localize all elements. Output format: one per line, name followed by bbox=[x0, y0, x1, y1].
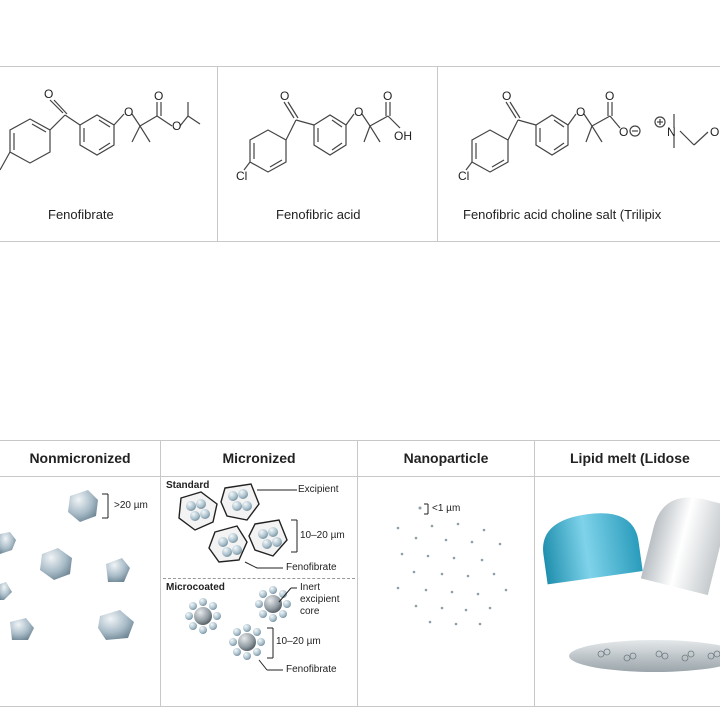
lipid-melt-capsules bbox=[543, 497, 720, 672]
divider bbox=[0, 476, 720, 477]
divider bbox=[217, 66, 218, 242]
divider bbox=[0, 706, 720, 707]
divider bbox=[534, 440, 535, 706]
chemical-structures-panel bbox=[0, 66, 720, 242]
nonmicronized-size-label: >20 µm bbox=[114, 500, 148, 511]
microcoated-drug-label: Fenofibrate bbox=[286, 664, 337, 675]
atom-label: O bbox=[154, 89, 163, 103]
microcoated-size-label: 10–20 µm bbox=[276, 636, 321, 647]
divider bbox=[0, 440, 720, 441]
atom-label: O bbox=[710, 125, 719, 139]
fenofibrate-label: Fenofibrate bbox=[48, 207, 114, 222]
lipid-melt-header: Lipid melt (Lidose bbox=[570, 450, 690, 466]
atom-label: OH bbox=[394, 129, 412, 143]
fenofibric-acid-structure: O O O OH Cl bbox=[236, 89, 412, 183]
dashed-divider bbox=[163, 578, 355, 580]
nanoparticle-size-label: <1 µm bbox=[432, 503, 461, 514]
atom-label: O bbox=[383, 89, 392, 103]
fenofibrate-structure: O O O O bbox=[0, 87, 201, 171]
atom-label: Cl bbox=[458, 169, 469, 183]
nanoparticle-dots bbox=[396, 503, 508, 626]
divider bbox=[437, 66, 438, 242]
core-label-2: excipient bbox=[300, 594, 340, 605]
excipient-label: Excipient bbox=[298, 484, 339, 495]
micronized-header: Micronized bbox=[222, 450, 296, 466]
micronized-particles bbox=[178, 483, 298, 671]
nonmicronized-header: Nonmicronized bbox=[29, 450, 131, 466]
core-label-3: core bbox=[300, 606, 320, 617]
microcoated-title: Microcoated bbox=[166, 582, 225, 593]
atom-label: O bbox=[619, 125, 628, 139]
atom-label: O bbox=[502, 89, 511, 103]
atom-label: O bbox=[172, 119, 181, 133]
atom-label: O bbox=[605, 89, 614, 103]
atom-label: N bbox=[667, 125, 676, 139]
core-label-1: Inert bbox=[300, 582, 321, 593]
fenofibric-acid-label: Fenofibric acid bbox=[276, 207, 361, 222]
divider bbox=[160, 440, 161, 706]
choline-salt-structure: O O O O N O Cl bbox=[458, 89, 719, 183]
atom-label: O bbox=[44, 87, 53, 101]
standard-drug-label: Fenofibrate bbox=[286, 562, 337, 573]
atom-label: O bbox=[124, 105, 133, 119]
atom-label: O bbox=[576, 105, 585, 119]
nanoparticle-header: Nanoparticle bbox=[403, 450, 489, 466]
atom-label: O bbox=[280, 89, 289, 103]
choline-salt-label: Fenofibric acid choline salt (Trilipix bbox=[463, 207, 662, 222]
standard-size-label: 10–20 µm bbox=[300, 530, 345, 541]
divider bbox=[357, 440, 358, 706]
nonmicronized-particles bbox=[0, 490, 134, 640]
atom-label: Cl bbox=[236, 169, 247, 183]
standard-title: Standard bbox=[166, 480, 210, 491]
atom-label: O bbox=[354, 105, 363, 119]
